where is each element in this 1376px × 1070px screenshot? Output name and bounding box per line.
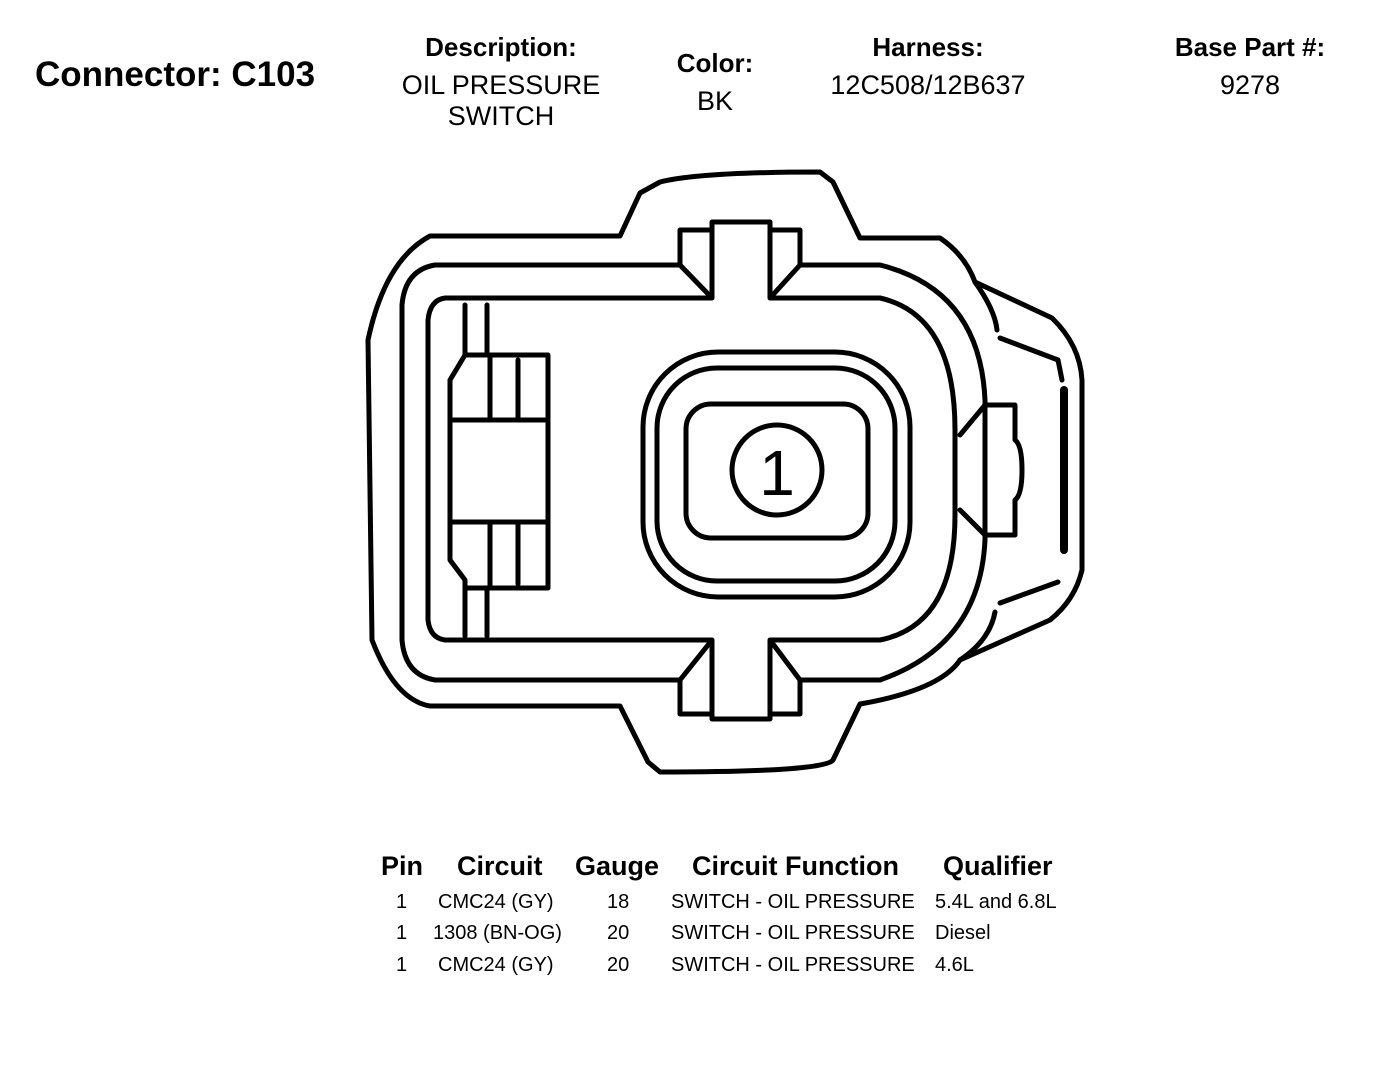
row-3-qualifier: 4.6L (935, 954, 974, 976)
row-1-pin: 1 (396, 891, 408, 913)
color-value: BK (696, 86, 734, 116)
housing-outer-outline (365, 169, 1085, 775)
row-2-gauge: 20 (607, 922, 630, 944)
row-3-function: SWITCH - OIL PRESSURE (671, 954, 915, 976)
row-2-circuit: 1308 (BN-OG) (433, 922, 562, 944)
table-header-pin: Pin (381, 851, 424, 881)
description-label: Description: (425, 32, 577, 62)
shell-outline (399, 219, 988, 722)
harness-label: Harness: (872, 32, 984, 62)
base-part-value: 9278 (1219, 70, 1281, 100)
row-1-function: SWITCH - OIL PRESSURE (671, 891, 915, 913)
base-part-label: Base Part #: (1174, 32, 1326, 62)
harness-value: 12C508/12B637 (830, 70, 1026, 100)
cavity-outline (425, 227, 958, 717)
pin-1-circle (729, 422, 825, 518)
terminal-cavity-outer (640, 349, 913, 600)
table-header-qualifier: Qualifier (943, 851, 1053, 881)
row-3-gauge: 20 (607, 954, 630, 976)
pin-1-label: 1 (759, 437, 795, 509)
row-2-function: SWITCH - OIL PRESSURE (671, 922, 915, 944)
row-1-gauge: 18 (607, 891, 630, 913)
description-line-2: SWITCH (447, 101, 555, 131)
right-tab (957, 402, 1025, 538)
row-3-circuit: CMC24 (GY) (438, 954, 554, 976)
description-line-1: OIL PRESSURE (401, 70, 601, 100)
row-3-pin: 1 (396, 954, 408, 976)
color-label: Color: (676, 48, 754, 78)
connector-title: Connector: C103 (35, 55, 316, 94)
terminal-cavity-inner (683, 401, 871, 541)
table-header-function: Circuit Function (692, 851, 899, 881)
row-2-qualifier: Diesel (935, 922, 991, 944)
table-header-circuit: Circuit (457, 851, 543, 881)
table-header-gauge: Gauge (575, 851, 660, 881)
row-2-pin: 1 (396, 922, 408, 944)
row-1-circuit: CMC24 (GY) (438, 891, 554, 913)
row-1-qualifier: 5.4L and 6.8L (935, 891, 1057, 913)
terminal-cavity-mid (654, 365, 898, 584)
